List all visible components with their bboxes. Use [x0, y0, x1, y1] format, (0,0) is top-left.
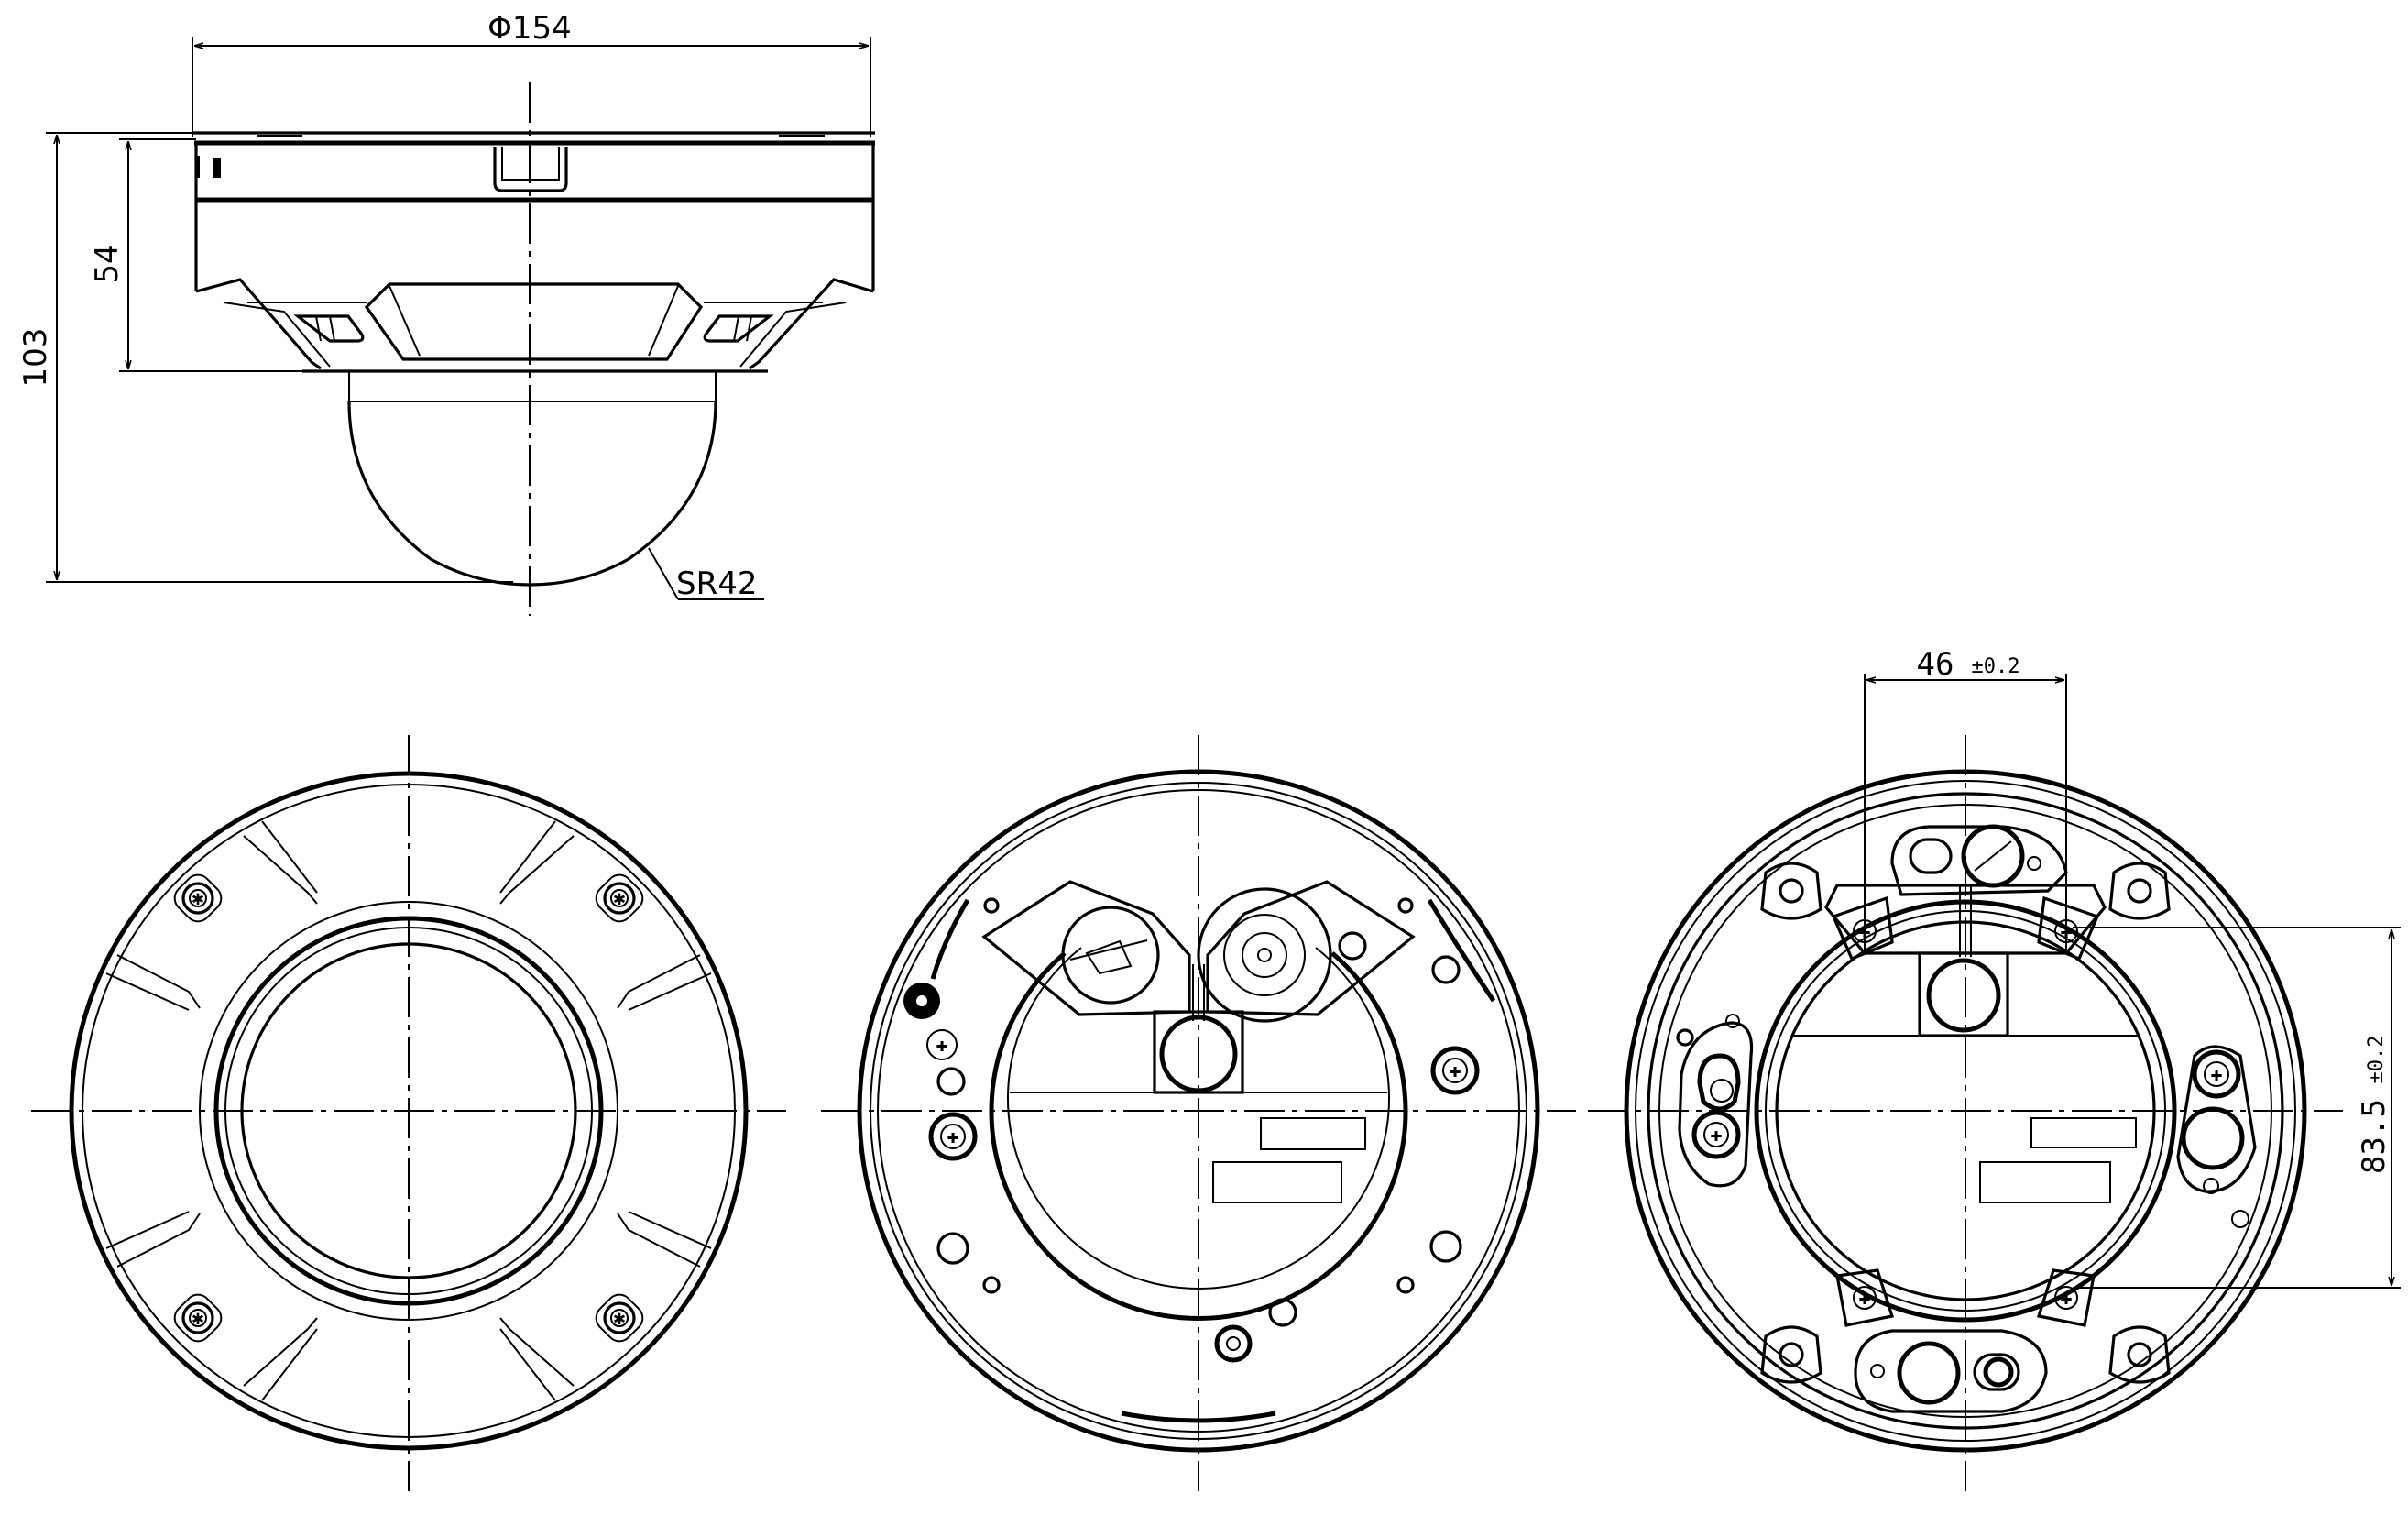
- screw-icon: ✚: [947, 1125, 958, 1148]
- vertical-hole-spacing-dimension: 83.5 ±0.2: [2073, 927, 2401, 1289]
- screw-icon: ✱: [192, 887, 203, 910]
- screw-bottom-left: ✱: [173, 1293, 223, 1343]
- body-height-dimension: 54: [89, 138, 312, 372]
- screw-icon: ✚: [1858, 1287, 1870, 1310]
- label-plate-small: [1260, 1117, 1366, 1150]
- horizontal-spacing-tolerance: ±0.2: [1972, 655, 2020, 678]
- screw-icon: ✚: [2210, 1063, 2222, 1086]
- screw-icon: ✱: [613, 1307, 625, 1330]
- label-plate-small: [2030, 1117, 2137, 1148]
- label-plate-large: [1979, 1161, 2111, 1203]
- label-plate-large: [1212, 1161, 1342, 1203]
- bottom-view: ✱ ✱ ✱ ✱: [31, 735, 786, 1491]
- base-view: ✚ ✚ ✚: [821, 735, 1576, 1491]
- diameter-label: Φ154: [487, 10, 572, 47]
- horizontal-spacing-value: 46: [1917, 646, 1954, 683]
- vertical-spacing-tolerance: ±0.2: [2365, 1036, 2388, 1084]
- side-view: Φ154: [17, 10, 875, 616]
- screw-top-right: ✱: [595, 873, 644, 923]
- screw-icon: ✱: [192, 1307, 203, 1330]
- overall-height-dimension: 103: [17, 132, 513, 583]
- screw-icon: ✚: [936, 1034, 947, 1057]
- vertical-spacing-value: 83.5: [2356, 1099, 2392, 1174]
- overall-height-label: 103: [17, 328, 54, 388]
- bracket-view: ✚ ✚ ✚ ✚ ✚ ✚: [1588, 735, 2343, 1491]
- screw-icon: ✚: [1710, 1124, 1722, 1147]
- screw-icon: ✚: [2060, 1287, 2072, 1310]
- diameter-dimension: Φ154: [192, 10, 871, 137]
- dome-radius-callout: SR42: [648, 547, 764, 602]
- camera-housing: [192, 131, 875, 373]
- dome-radius-label: SR42: [676, 565, 757, 602]
- body-height-label: 54: [89, 244, 126, 283]
- housing-recesses: [105, 820, 712, 1401]
- screw-icon: ✱: [613, 887, 625, 910]
- dome-cover: [347, 371, 717, 587]
- horizontal-hole-spacing-dimension: 46 ±0.2: [1864, 646, 2067, 953]
- screw-top-left: ✱: [173, 873, 223, 923]
- screw-bottom-right: ✱: [595, 1293, 644, 1343]
- screw-icon: ✚: [1449, 1059, 1461, 1082]
